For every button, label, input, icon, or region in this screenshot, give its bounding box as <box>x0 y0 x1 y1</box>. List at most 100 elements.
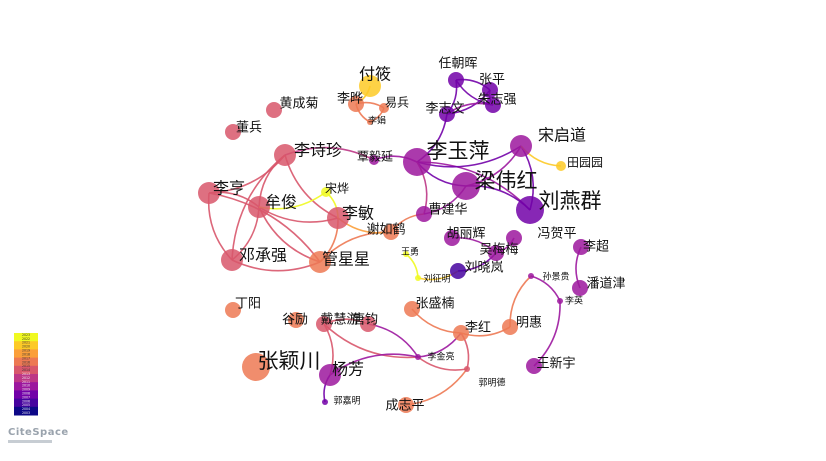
node-lishizhen[interactable] <box>274 144 296 166</box>
node-lihua[interactable] <box>348 96 364 112</box>
node-daihuiyou[interactable] <box>316 316 332 332</box>
brand-underline <box>8 440 52 443</box>
edge-wangyong-liuzhengming <box>405 253 419 279</box>
node-liuxiaolan[interactable] <box>450 263 466 279</box>
node-label-huangchengju: 黄成菊 <box>279 97 318 112</box>
node-label-liuyanqun: 刘燕群 <box>539 189 602 213</box>
node-label-xieruhe: 谢如鹤 <box>366 222 405 238</box>
node-label-lichao: 李超 <box>583 240 609 255</box>
node-guojiaming[interactable] <box>322 399 328 405</box>
node-lizhiwen[interactable] <box>439 106 455 122</box>
label-layer: 付筱任朝晖张平朱志强李志文黄成菊李晔易兵李娟董兵李诗珍覃毅延李玉萍宋启道田园园梁… <box>213 57 626 414</box>
legend-year-label: 2011 <box>22 380 30 384</box>
node-pandaojin[interactable] <box>572 280 588 296</box>
node-liyuping[interactable] <box>403 148 431 176</box>
node-label-zhangshengnan: 张盛楠 <box>415 297 454 312</box>
node-label-lishizhen: 李诗珍 <box>294 141 342 160</box>
node-songye[interactable] <box>321 187 331 197</box>
node-label-tianyuanyuan: 田园园 <box>567 156 603 170</box>
node-liuyanqun[interactable] <box>516 196 544 224</box>
node-label-guomingde: 郭明德 <box>478 377 505 389</box>
legend-year-label: 2013 <box>22 372 30 376</box>
node-fuxiao[interactable] <box>359 75 381 97</box>
node-wangxinyu[interactable] <box>526 358 542 374</box>
node-lihong[interactable] <box>453 325 469 341</box>
node-huangchengju[interactable] <box>266 102 282 118</box>
node-label-fuxiao: 付筱 <box>359 65 391 84</box>
node-guomingde[interactable] <box>464 366 470 372</box>
node-label-liuxiaolan: 刘晓岚 <box>464 261 503 276</box>
legend-swatch <box>14 390 38 400</box>
node-label-hulihui: 胡丽辉 <box>446 227 485 242</box>
node-zhangshengnan[interactable] <box>404 301 420 317</box>
node-label-songqidao: 宋启道 <box>538 126 586 145</box>
legend-swatch <box>14 406 38 416</box>
node-label-sunjinggui: 孙景贵 <box>542 271 569 283</box>
node-label-wumeimei: 吴梅梅 <box>479 243 518 258</box>
legend-swatch <box>14 398 38 408</box>
node-gulian[interactable] <box>288 312 304 328</box>
node-dingyang[interactable] <box>225 302 241 318</box>
legend-year-label: 2019 <box>22 349 30 353</box>
node-chengzhiping[interactable] <box>398 397 414 413</box>
node-label-wangxinyu: 王新宇 <box>536 356 575 372</box>
edge-lihong-zhangshengnan <box>411 308 462 334</box>
node-label-moujun: 牟俊 <box>265 193 297 212</box>
node-label-mingyu: 明惠 <box>516 316 542 331</box>
node-limin[interactable] <box>327 207 349 229</box>
node-lijuan[interactable] <box>367 119 373 125</box>
node-moujun[interactable] <box>248 196 270 218</box>
node-label-liying: 李英 <box>565 295 583 307</box>
node-liheng[interactable] <box>198 182 220 204</box>
node-lichao[interactable] <box>573 239 589 255</box>
node-label-liuzhengming: 刘征明 <box>423 273 450 285</box>
node-label-limin: 李敏 <box>342 204 374 223</box>
node-liangweihong[interactable] <box>452 172 480 200</box>
node-label-lihua: 李晔 <box>337 92 363 107</box>
node-yangfang[interactable] <box>319 364 341 386</box>
node-songqidao[interactable] <box>510 135 532 157</box>
legend-year-label: 2023 <box>22 333 30 337</box>
node-zhangyingchuan[interactable] <box>242 353 270 381</box>
node-label-liyuping: 李玉萍 <box>427 139 490 163</box>
node-tianyuanyuan[interactable] <box>556 161 566 171</box>
node-label-lihong: 李红 <box>465 320 491 336</box>
legend-year-label: 2020 <box>22 345 30 349</box>
node-label-pandaojin: 潘道津 <box>586 277 625 292</box>
node-zhangping[interactable] <box>482 82 498 98</box>
node-dongbing[interactable] <box>225 124 241 140</box>
node-guanxingxing[interactable] <box>309 251 331 273</box>
node-label-wangyong: 王勇 <box>401 247 419 258</box>
node-xieruhe[interactable] <box>383 224 399 240</box>
node-label-lijuan: 李娟 <box>368 115 386 127</box>
node-sunjinggui[interactable] <box>528 273 534 279</box>
legend-swatch <box>14 365 38 375</box>
node-wumeimei[interactable] <box>488 245 504 261</box>
node-label-daihuiyou: 戴慧游 <box>320 312 359 328</box>
node-wangyong[interactable] <box>403 251 409 257</box>
node-zhuzhiqiang[interactable] <box>485 97 501 113</box>
node-label-qinyiyan: 覃毅延 <box>357 149 393 164</box>
node-fenghaping[interactable] <box>506 230 522 246</box>
node-label-dingyang: 丁阳 <box>235 297 261 312</box>
node-liuzhengming[interactable] <box>415 275 421 281</box>
node-dengchengqiang[interactable] <box>221 249 243 271</box>
node-qinyiyan[interactable] <box>369 155 379 165</box>
node-label-dengchengqiang: 邓承强 <box>239 246 287 265</box>
node-lijinliang[interactable] <box>415 354 421 360</box>
legend-year-label: 2014 <box>22 368 30 372</box>
legend-year-label: 2008 <box>22 392 30 396</box>
node-mingyu[interactable] <box>502 319 518 335</box>
node-label-yangfang: 杨芳 <box>332 360 364 379</box>
node-liying[interactable] <box>557 298 563 304</box>
node-hulihui[interactable] <box>444 230 460 246</box>
node-renzhaohui[interactable] <box>448 72 464 88</box>
node-tangjun[interactable] <box>360 316 376 332</box>
legend-year-label: 2010 <box>22 384 30 388</box>
legend-swatch <box>14 382 38 391</box>
edge-liyuping-liuyanqun <box>416 161 531 211</box>
brand-text: CiteSpace <box>8 427 69 438</box>
node-caojianhua[interactable] <box>416 206 432 222</box>
node-yibing[interactable] <box>379 103 389 113</box>
